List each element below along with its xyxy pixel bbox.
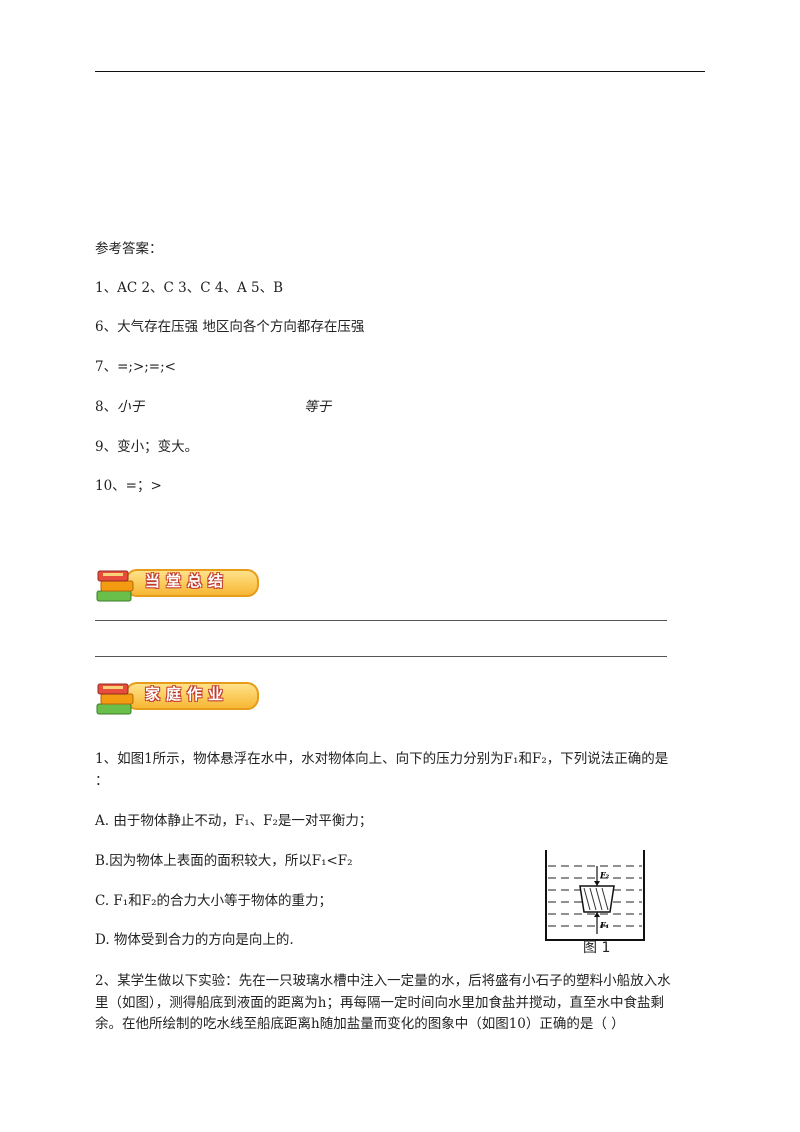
figure-label-f2: F₂ xyxy=(599,870,610,880)
answer-8-second: 等于 xyxy=(304,399,332,415)
option-a: A. 由于物体静止不动，F₁、F₂是一对平衡力； xyxy=(95,813,373,829)
answer-line-8: 8、小于 等于 xyxy=(95,398,331,416)
answer-8-number: 8、 xyxy=(95,399,118,415)
header-rule xyxy=(95,71,705,72)
figure-1-caption: 图 1 xyxy=(583,940,611,956)
answers-title: 参考答案： xyxy=(95,241,163,257)
banner-bar xyxy=(125,569,259,597)
summary-banner: 当堂总结 xyxy=(95,563,263,607)
homework-banner: 家庭作业 xyxy=(95,676,263,720)
option-c: C. F₁和F₂的合力大小等于物体的重力； xyxy=(95,893,332,909)
question-2-line-1: 2、某学生做以下实验：先在一只玻璃水槽中注入一定量的水，后将盛有小石子的塑料小船… xyxy=(95,973,671,989)
blank-line-1 xyxy=(95,620,667,621)
books-icon xyxy=(96,683,134,715)
answer-line-7: 7、=;>;=;< xyxy=(95,359,176,375)
answer-8-first: 小于 xyxy=(117,399,145,415)
answer-line-10: 10、=；> xyxy=(95,478,162,494)
answer-line-1: 1、AC 2、C 3、C 4、A 5、B xyxy=(95,280,284,296)
option-d: D. 物体受到合力的方向是向上的. xyxy=(95,932,294,948)
figure-label-f1: F₁ xyxy=(599,920,609,930)
answer-line-9: 9、变小；变大。 xyxy=(95,439,199,455)
blank-line-2 xyxy=(95,656,667,657)
summary-banner-label: 当堂总结 xyxy=(145,572,230,590)
question-2-line-2: 里（如图），测得船底到液面的距离为h；再每隔一定时间向水里加食盐并搅动，直至水中… xyxy=(95,995,664,1011)
question-1-line-1: 1、如图1所示，物体悬浮在水中，水对物体向上、向下的压力分别为F₁和F₂，下列说… xyxy=(95,751,669,767)
answer-line-6: 6、大气存在压强 地区向各个方向都存在压强 xyxy=(95,319,365,335)
books-icon xyxy=(96,570,134,602)
homework-banner-label: 家庭作业 xyxy=(145,685,230,703)
question-1-line-2: ： xyxy=(95,773,109,789)
banner-bar xyxy=(125,682,259,710)
option-b: B.因为物体上表面的面积较大，所以F₁<F₂ xyxy=(95,853,353,869)
figure-1-tank: F₂ F₁ xyxy=(545,850,645,941)
question-2-line-3: 余。在他所绘制的吃水线至船底距离h随加盐量而变化的图象中（如图10）正确的是（ … xyxy=(95,1016,625,1032)
